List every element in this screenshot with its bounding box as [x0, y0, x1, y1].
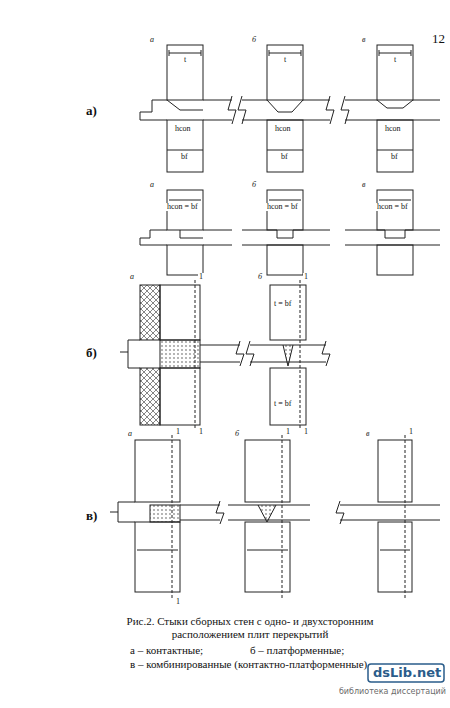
- variant-label: б: [252, 181, 256, 189]
- variant-label: а: [150, 181, 154, 189]
- variant-label: в: [362, 181, 365, 189]
- dimension: t: [183, 56, 187, 64]
- caption-line: а – контактные;: [130, 645, 203, 656]
- dimension: bf: [180, 153, 189, 161]
- variant-label: б: [252, 36, 256, 44]
- section-mark: 1: [285, 428, 291, 436]
- figure-caption: Рис.2. Стыки сборных стен с одно- и двух…: [115, 615, 385, 641]
- watermark: dsLib.net: [373, 666, 441, 679]
- section-mark: 1: [198, 428, 204, 436]
- dimension: bf: [390, 153, 399, 161]
- page-number: 12: [432, 32, 445, 45]
- variant-label: в: [362, 36, 365, 44]
- variant-label: б: [235, 430, 239, 438]
- section-mark: 1: [198, 273, 204, 281]
- section-mark: 1: [303, 428, 309, 436]
- dimension: t = bf: [273, 300, 292, 308]
- dimension: hcon: [174, 125, 192, 133]
- dimension: hcon: [274, 125, 292, 133]
- watermark: библиотека диссертаций: [339, 688, 446, 696]
- variant-label: а: [150, 36, 154, 44]
- variant-label: б: [258, 273, 262, 281]
- dimension: hcon: [384, 125, 402, 133]
- section-mark: 1: [408, 428, 414, 436]
- dimension: t: [283, 56, 287, 64]
- variant-label: а: [130, 273, 134, 281]
- dimension: hcon = bf: [166, 203, 199, 211]
- dimension: bf: [280, 153, 289, 161]
- variant-label: а: [128, 430, 132, 438]
- dimension: hcon = bf: [266, 203, 299, 211]
- row-label: а): [86, 104, 97, 117]
- dimension: t = bf: [273, 400, 292, 408]
- row-label: в): [86, 509, 97, 522]
- caption-line: в – комбинированные (контактно-платформе…: [130, 659, 367, 670]
- dimension: hcon = bf: [376, 203, 409, 211]
- section-mark: 1: [303, 273, 309, 281]
- section-mark: 1: [175, 598, 181, 606]
- variant-label: в: [366, 430, 369, 438]
- caption-line: б – платформенные;: [250, 645, 344, 656]
- section-mark: 1: [175, 428, 181, 436]
- row-label: б): [86, 346, 97, 359]
- dimension: t: [393, 56, 397, 64]
